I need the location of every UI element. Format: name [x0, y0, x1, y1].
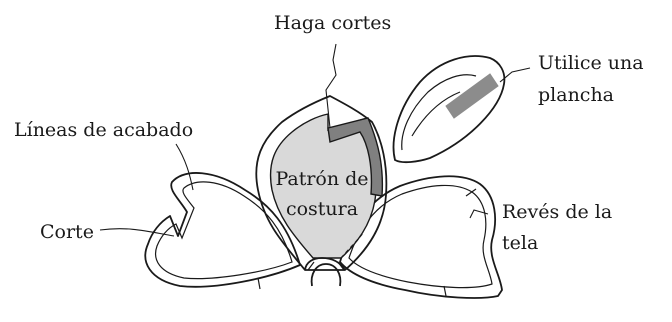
- label-haga-cortes: Haga cortes: [274, 12, 391, 34]
- label-reves-line2: tela: [502, 232, 538, 254]
- leader-reves: [469, 209, 489, 219]
- label-patron-line2: costura: [286, 198, 358, 220]
- iron-handle: [445, 73, 499, 119]
- pattern-piece: [269, 113, 378, 259]
- label-corte: Corte: [40, 221, 94, 243]
- leader-haga-cortes: [325, 43, 337, 129]
- label-lineas-acabado: Líneas de acabado: [14, 119, 193, 141]
- label-patron-line1: Patrón de: [275, 168, 368, 190]
- left-petal: [144, 172, 301, 290]
- folded-seam: [327, 117, 384, 197]
- leader-lineas: [175, 143, 194, 191]
- iron-icon: [392, 55, 506, 164]
- right-petal: [339, 175, 503, 299]
- label-utilice-line1: Utilice una: [538, 52, 644, 74]
- label-reves-line1: Revés de la: [502, 201, 612, 223]
- leader-utilice: [499, 67, 531, 83]
- center-petal: [255, 95, 388, 287]
- label-utilice-line2: plancha: [538, 84, 614, 106]
- leader-corte: [99, 228, 175, 237]
